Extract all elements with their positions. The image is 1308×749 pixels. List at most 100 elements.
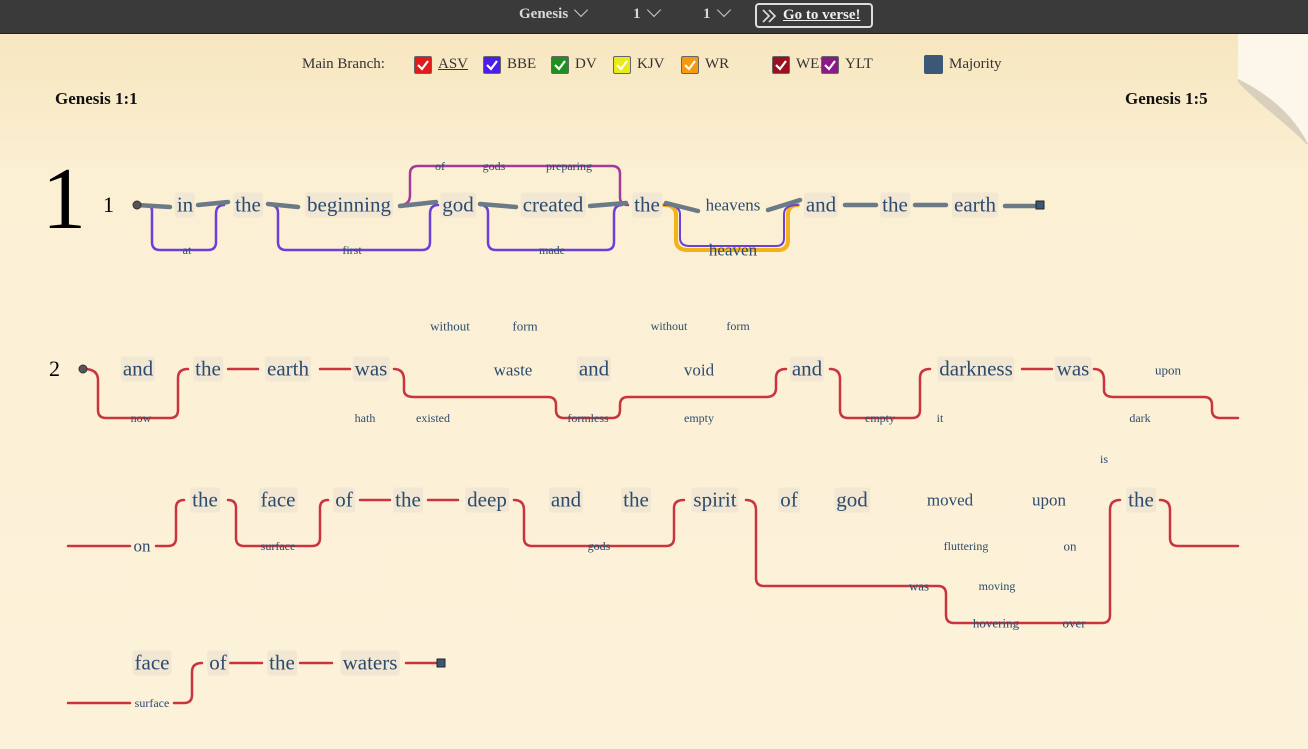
graph-word[interactable]: formless [567,411,609,425]
graph-word[interactable]: in [174,192,196,218]
graph-word[interactable]: was [908,578,930,594]
graph-word[interactable]: moved [926,490,974,510]
double-chevron-right-icon [762,9,777,23]
graph-word[interactable]: form [726,319,750,333]
graph-word[interactable]: of [778,487,800,513]
graph-word[interactable]: surface [260,539,296,553]
graph-word[interactable]: god [834,487,870,513]
graph-word[interactable]: heaven [708,240,758,260]
graph-word[interactable]: moving [978,579,1016,593]
graph-word[interactable]: first [342,243,362,257]
branch-line [82,367,190,420]
legend-label-dv[interactable]: DV [575,56,597,72]
branch-line [478,203,624,252]
graph-word[interactable]: and [803,192,839,218]
graph-word[interactable]: gods [587,539,611,553]
legend-majority-swatch [924,55,943,74]
graph-word[interactable]: of [333,487,355,513]
graph-word[interactable]: fluttering [943,539,989,553]
graph-word[interactable]: is [1099,452,1109,466]
graph-word[interactable]: beginning [305,192,393,218]
legend-label-wr[interactable]: WR [705,56,730,72]
graph-word[interactable]: of [207,650,229,676]
graph-word[interactable]: over [1062,615,1086,631]
graph-word[interactable]: without [430,318,470,334]
graph-word[interactable]: void [683,360,715,380]
legend-checkbox-web[interactable] [772,56,790,74]
graph-word[interactable]: face [132,650,172,676]
go-to-verse-label: Go to verse! [783,7,861,23]
verse-select-value: 1 [703,6,711,22]
legend-checkbox-wr[interactable] [681,56,699,74]
graph-word[interactable]: the [267,650,297,676]
legend-label-bbe[interactable]: BBE [507,56,537,72]
graph-word[interactable]: empty [684,411,714,425]
legend-label-web[interactable]: WEB [796,56,830,72]
graph-word[interactable]: and [120,356,156,382]
graph-word[interactable]: dark [1129,411,1151,425]
graph-word[interactable]: hovering [972,615,1020,631]
verse-select[interactable]: 1 [703,2,731,23]
graph-word[interactable]: hath [354,411,376,425]
go-to-verse-button[interactable]: Go to verse! [755,3,873,28]
graph-word[interactable]: empty [865,411,895,425]
graph-word[interactable]: face [258,487,298,513]
graph-word[interactable]: form [512,318,538,334]
graph-word[interactable]: darkness [937,356,1015,382]
graph-word[interactable]: upon [1155,362,1181,378]
graph-word[interactable]: preparing [546,159,592,173]
graph-word[interactable]: and [789,356,825,382]
graph-word[interactable]: earth [952,192,998,218]
legend-label-asv[interactable]: ASV [438,56,469,72]
graph-word[interactable]: it [936,411,944,425]
graph-word[interactable]: the [193,356,223,382]
graph-word[interactable]: waters [340,650,400,676]
page-curl-icon [1238,34,1308,144]
graph-word[interactable]: the [880,192,910,218]
graph-word[interactable]: upon [1032,490,1066,510]
graph-word[interactable]: made [539,243,565,257]
branch-line [1092,367,1240,420]
graph-word[interactable]: the [233,192,263,218]
graph-word[interactable]: was [352,356,390,382]
legend-checkbox-kjv[interactable] [613,56,631,74]
legend-majority-label: Majority [949,56,1002,72]
graph-word[interactable]: was [1054,356,1092,382]
chapter-select[interactable]: 1 [633,2,661,23]
graph-word[interactable]: deep [465,487,509,513]
branch-line [66,661,204,705]
graph-word[interactable]: and [576,356,612,382]
graph-word[interactable]: the [1126,487,1156,513]
range-start-reference: Genesis 1:1 [55,89,138,108]
graph-word[interactable]: the [621,487,651,513]
graph-word[interactable]: heavens [705,195,761,215]
graph-word[interactable]: earth [265,356,311,382]
graph-word[interactable]: waste [493,360,533,380]
graph-word[interactable]: at [182,243,192,257]
graph-word[interactable]: on [1063,538,1077,554]
branch-line [1158,498,1240,548]
branch-line [66,498,186,548]
legend-checkbox-dv[interactable] [551,56,569,74]
graph-word[interactable]: the [393,487,423,513]
graph-word[interactable]: now [130,411,152,425]
legend-checkbox-ylt[interactable] [821,56,839,74]
graph-word[interactable]: created [520,192,586,218]
graph-word[interactable]: of [435,159,445,173]
graph-word[interactable]: the [632,192,662,218]
book-select[interactable]: Genesis [519,2,589,23]
graph-word[interactable]: existed [416,411,450,425]
graph-word[interactable]: gods [482,159,506,173]
legend-checkbox-bbe[interactable] [483,56,501,74]
graph-word[interactable]: the [190,487,220,513]
legend-label-ylt[interactable]: YLT [845,56,873,72]
graph-word[interactable]: spirit [691,487,739,513]
graph-word[interactable]: without [650,319,688,333]
graph-word[interactable]: on [133,536,151,556]
branch-line [268,203,440,252]
legend-label-kjv[interactable]: KJV [637,56,665,72]
graph-word[interactable]: god [440,192,476,218]
graph-word[interactable]: and [548,487,584,513]
legend-checkbox-asv[interactable] [414,56,432,74]
graph-word[interactable]: surface [134,696,170,710]
